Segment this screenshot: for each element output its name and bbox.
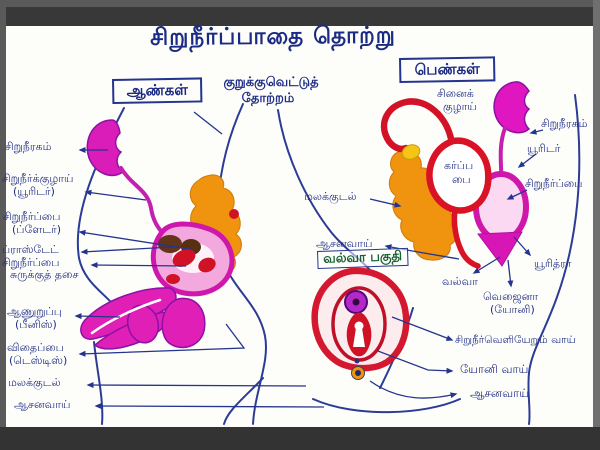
label-male-kidney: சிறுநீரகம் — [5, 140, 52, 153]
subtitle-line2: தோற்றம் — [241, 91, 295, 106]
female-vagina — [451, 207, 481, 269]
label-male-bladder: சிறுநீர்ப்பை — [3, 210, 61, 223]
male-kidney — [86, 119, 125, 177]
vaginal-opening-keyhole-2 — [353, 328, 365, 347]
arrow-male-sphincter — [90, 262, 187, 269]
male-scrotum-left — [126, 304, 160, 344]
arrow-vaginal-opening — [377, 350, 454, 374]
female-rectum — [388, 151, 457, 261]
label-female-vagina-en: (யோனி) — [490, 303, 535, 316]
frame-top-outer — [0, 0, 600, 7]
label-female-kidney: சிறுநீரகம் — [541, 117, 588, 130]
label-mid-anus: ஆசனவாய் — [316, 237, 373, 250]
label-female-uterus: கர்ப்ப — [444, 159, 474, 172]
label-male-sphincter-2: சுருக்குத் தசை — [10, 268, 79, 281]
arrow-male-rectum — [86, 382, 307, 389]
female-fallopian-tube — [380, 98, 456, 153]
urethral-opening-center — [352, 298, 360, 306]
female-kidney — [493, 81, 531, 134]
label-male-sphincter: சிறுநீர்ப்பை — [2, 256, 60, 269]
anus-dot-center — [355, 370, 361, 376]
label-female-vulva: வல்வா — [442, 275, 478, 288]
arrow-male-anus — [94, 403, 325, 410]
arrow-female-vagina — [507, 259, 514, 288]
label-male-rectum: மலக்குடல் — [8, 376, 61, 389]
arrow-mid-anus — [384, 244, 460, 260]
male-ureter — [119, 166, 167, 238]
arrow-urinary-opening — [391, 316, 454, 341]
male-section-heading: ஆண்கள் — [112, 77, 203, 104]
arrow-mid-rectum — [369, 198, 402, 208]
label-female-urethra: யூரித்ரா — [534, 257, 572, 270]
arrow-female-kidney — [529, 128, 544, 135]
subtitle-line1: குறுக்குவெட்டுத் — [223, 75, 319, 90]
label-female-fallopian-2: குழாய் — [443, 100, 477, 113]
female-organs — [380, 81, 531, 269]
label-female-ureter: யூரிடர் — [527, 142, 561, 155]
male-leg-front-outline — [93, 341, 104, 425]
arrow-male-ureter — [84, 189, 147, 201]
frame-top-bar — [0, 7, 600, 26]
vulva-inset — [311, 267, 410, 380]
perineum-dot — [354, 358, 360, 364]
arrow-female-vulva — [472, 256, 501, 274]
frame-left — [0, 0, 6, 450]
male-back-outline — [216, 103, 267, 425]
male-organs — [80, 119, 242, 350]
label-mid-rectum: மலக்குடல் — [304, 190, 357, 203]
label-male-penis-en: (பீனிஸ்) — [15, 318, 57, 331]
label-male-ureter-en: (யூரிடர்) — [13, 185, 55, 198]
arrow-female-anus — [369, 380, 458, 399]
arrow-male-bladder — [78, 229, 197, 251]
label-female-uterus-2: பை — [452, 173, 471, 186]
male-urethra-line — [90, 298, 162, 335]
arrow-male-penis — [74, 313, 121, 320]
line-heading-to-male — [193, 111, 223, 135]
male-seminal-bulb — [172, 249, 196, 267]
frame-bottom-bar — [0, 427, 600, 450]
female-bottom-outline — [312, 398, 461, 414]
label-female-fallopian: சினைக் — [437, 87, 474, 100]
male-prostate — [158, 235, 182, 253]
label-female-bladder: சிறுநீர்ப்பை — [525, 177, 583, 190]
male-seminal-bulb-2 — [198, 257, 216, 273]
label-female-vagina: வெஜைனா — [483, 290, 539, 303]
arrow-female-urethra — [513, 236, 531, 257]
pointer-arrows — [74, 111, 544, 410]
arrow-male-prostate — [80, 246, 173, 255]
male-scrotum-right — [161, 297, 206, 349]
label-male-penis: ஆணுறுப்பு — [7, 305, 62, 318]
label-male-anus: ஆசனவாய் — [14, 398, 71, 411]
label-male-testis: விதைப்பை — [7, 341, 64, 354]
label-urinary-opening: சிறுநீர்வெளியேறும் வாய் — [455, 334, 576, 346]
female-uterus — [426, 137, 492, 214]
male-seminal-bulb-3 — [166, 274, 180, 284]
label-vaginal-opening: யோனி வாய் — [460, 362, 529, 376]
male-red-dot — [229, 209, 239, 219]
male-thigh-outline — [223, 377, 264, 425]
label-vulva-region: வல்வா பகுதி — [317, 247, 409, 269]
label-male-testis-en: (டெஸ்டிஸ்) — [9, 354, 68, 367]
arrow-female-bladder — [506, 189, 528, 200]
frame-right — [593, 0, 600, 450]
label-male-ureter: சிறுநீர்க்குழாய் — [2, 172, 74, 185]
page-title: சிறுநீர்ப்பாதை தொற்று — [150, 22, 397, 51]
arrow-female-ureter — [517, 153, 537, 168]
label-male-prostate: ப்ராஸ்டேட் — [2, 243, 59, 256]
label-male-bladder-en: (ப்ளேடர்) — [12, 223, 62, 236]
female-back-outline — [527, 94, 581, 425]
female-fimbriae — [401, 144, 421, 160]
female-urethra — [477, 231, 523, 267]
label-female-anus: ஆசனவாய் — [470, 386, 529, 400]
arrow-male-testis — [78, 323, 246, 357]
female-section-heading: பெண்கள் — [399, 56, 496, 83]
